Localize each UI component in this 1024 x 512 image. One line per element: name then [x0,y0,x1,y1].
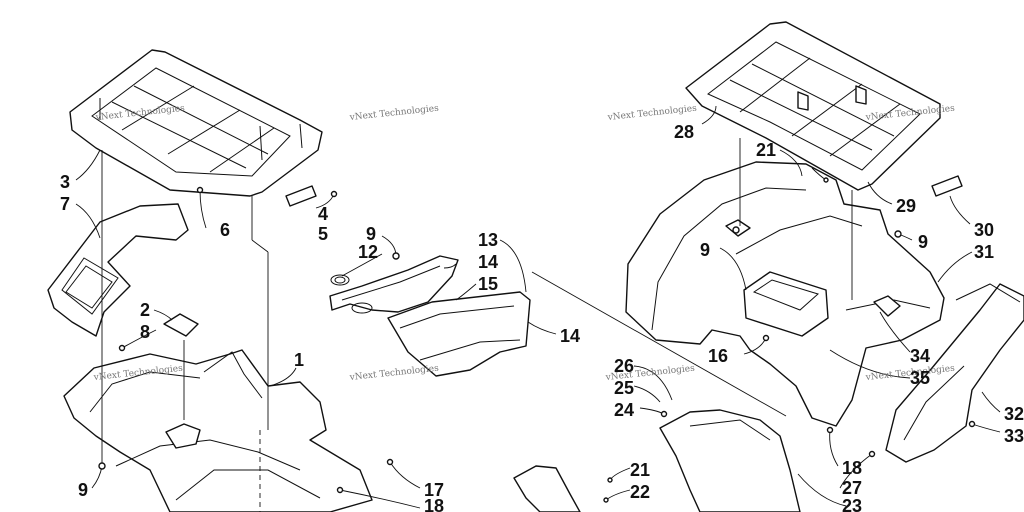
callout-label: 15 [478,274,498,294]
callout-label: 28 [674,122,694,142]
callout-label: 7 [60,194,70,214]
rear-side-fender [885,283,1024,463]
callout-label: 14 [478,252,498,272]
rear-rack [685,21,941,191]
callout-label: 6 [220,220,230,240]
callout-label: 35 [910,368,930,388]
callout-label: 32 [1004,404,1024,424]
callout-label: 9 [918,232,928,252]
callout-label: 27 [842,478,862,498]
callout-label: 34 [910,346,930,366]
callout-label: 4 [318,204,328,224]
callout-label: 33 [1004,426,1024,446]
callout-label: 21 [756,140,776,160]
callout-label: 14 [560,326,580,346]
rear-decal [931,175,963,197]
decal-strip [285,185,317,207]
callout-label: 16 [708,346,728,366]
callout-label: 5 [318,224,328,244]
callout-label: 17 [424,480,444,500]
watermark-2: vNext Technologies [348,104,439,123]
front-body-panel [63,349,373,512]
small-grommet [330,274,350,286]
rear-lower-panel [659,409,801,512]
callout-label: 12 [358,242,378,262]
callout-label: 23 [842,496,862,512]
callout-label: 25 [614,378,634,398]
callout-label: 29 [896,196,916,216]
callout-label: 31 [974,242,994,262]
watermark-3: vNext Technologies [606,104,697,123]
callout-label: 22 [630,482,650,502]
callout-label: 9 [700,240,710,260]
fasteners [98,177,976,503]
side-panel-lower [387,291,531,377]
callout-label: 30 [974,220,994,240]
callout-labels: 1 2 3 4 5 6 7 8 9 9 9 9 12 13 14 14 15 1… [60,122,1024,512]
front-rack [69,49,323,197]
watermark-6: vNext Technologies [348,364,439,383]
callout-label: 9 [366,224,376,244]
small-cover-plate [163,313,199,337]
callout-label: 21 [630,460,650,480]
callout-label: 8 [140,322,150,342]
storage-box [743,271,829,337]
callout-label: 2 [140,300,150,320]
callout-label: 24 [614,400,634,420]
alignment-lines [101,138,853,512]
callout-label: 3 [60,172,70,192]
side-panel-upper [329,255,459,314]
callout-label: 26 [614,356,634,376]
callout-label: 18 [424,496,444,512]
callout-label: 1 [294,350,304,370]
callout-label: 18 [842,458,862,478]
front-fender-left-panel [47,203,189,337]
mud-flap [513,465,581,512]
callout-label: 13 [478,230,498,250]
callout-label: 9 [78,480,88,500]
